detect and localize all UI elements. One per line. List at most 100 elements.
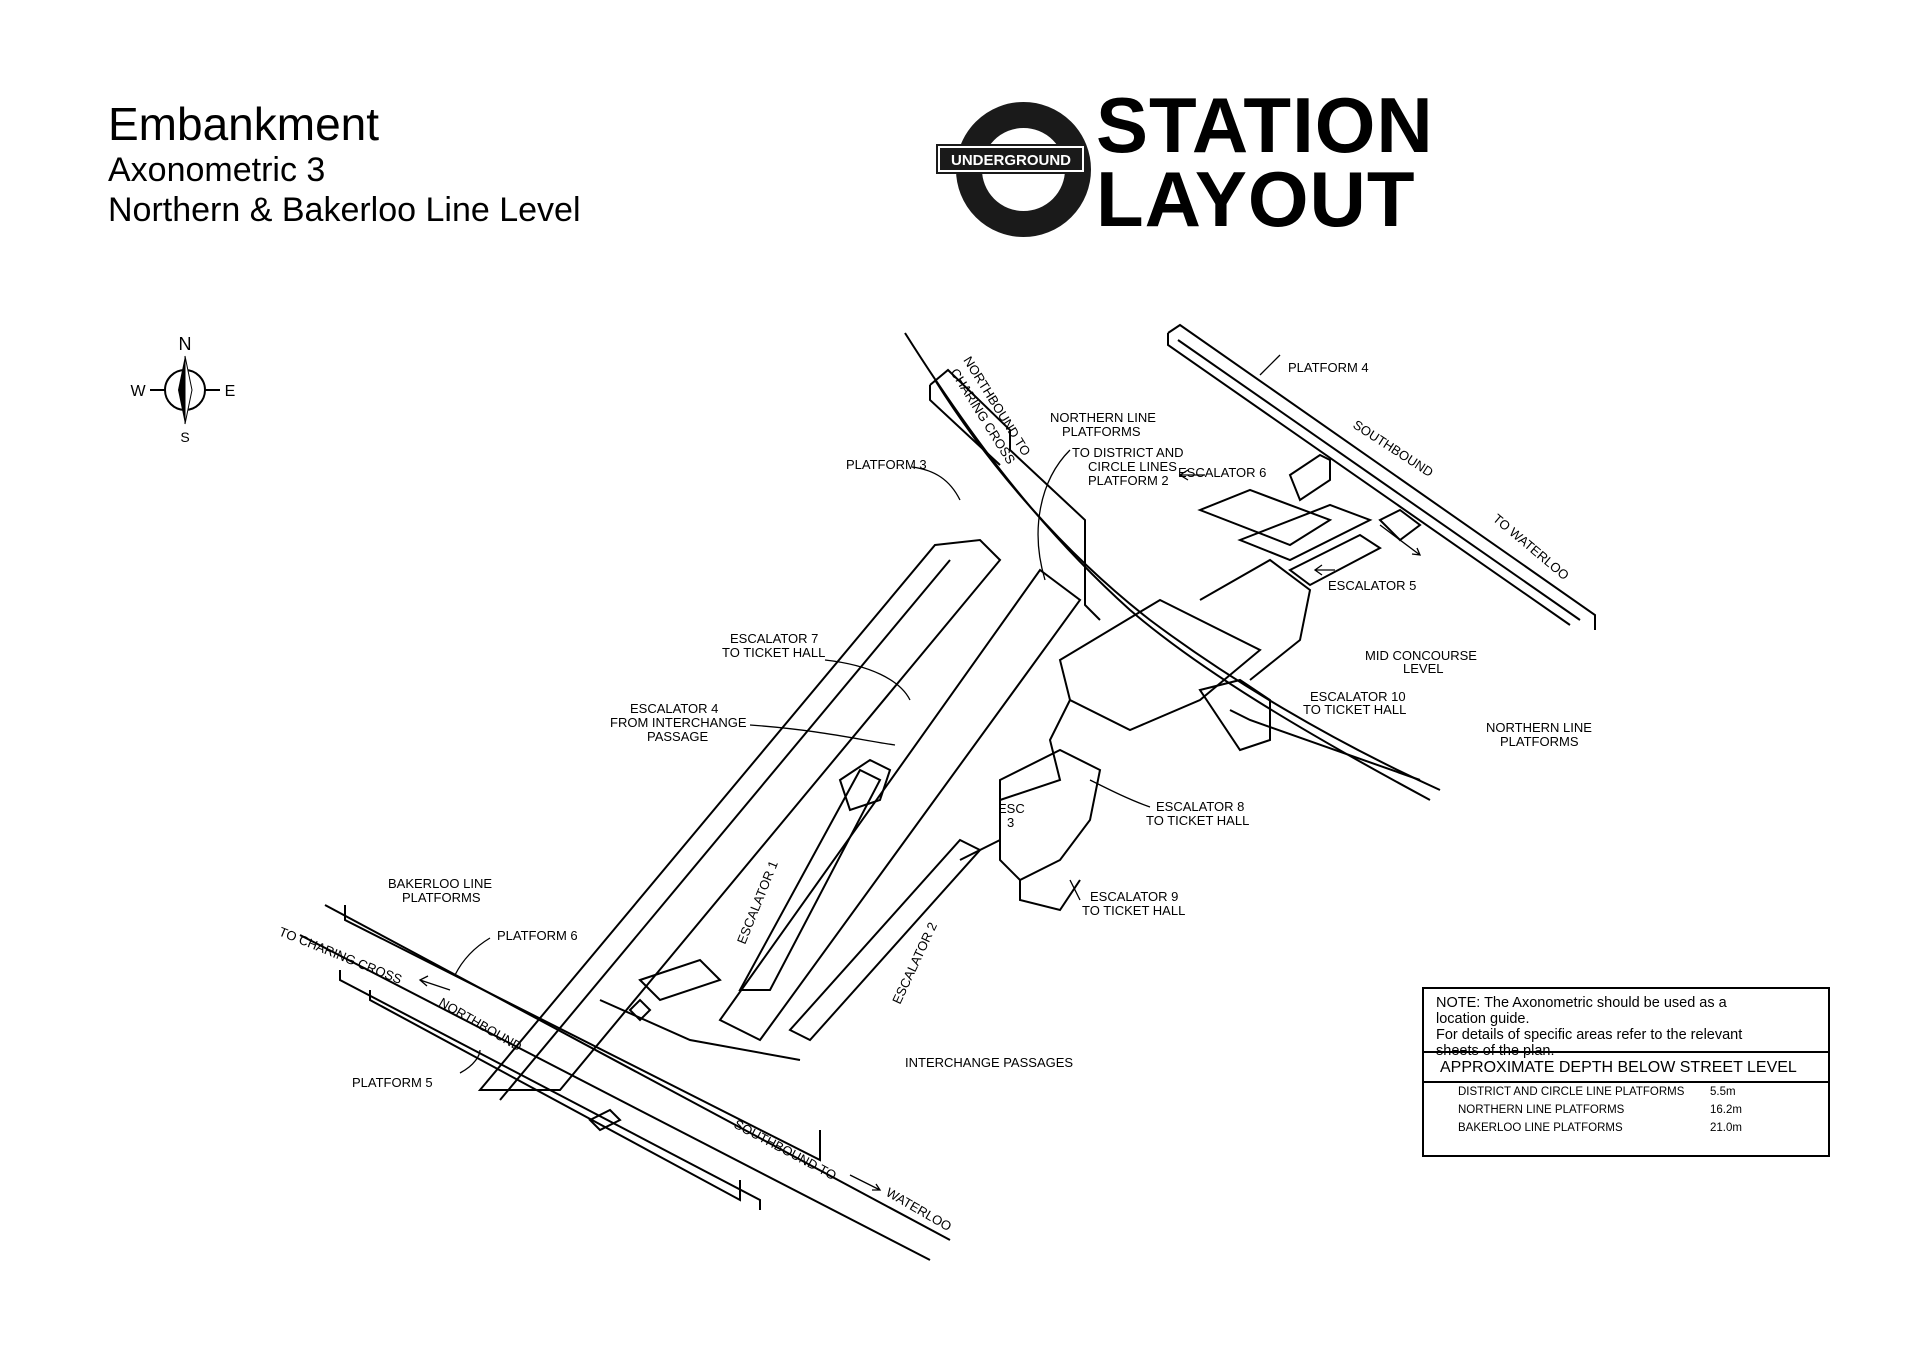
label-platform-5: PLATFORM 5	[352, 1075, 433, 1090]
subtitle-level: Northern & Bakerloo Line Level	[108, 191, 581, 229]
escalator-5-box	[1288, 533, 1382, 587]
tunnel-structures	[299, 323, 1596, 1261]
station-title: Embankment	[108, 98, 380, 150]
platform-5-wall	[369, 990, 741, 1202]
compass-e: E	[225, 383, 236, 400]
station-layout-logo: UNDERGROUND STATION LAYOUT	[936, 86, 1433, 238]
escalator-10-box	[1198, 678, 1271, 752]
diagram-labels: NORTHBOUND TO CHARING CROSS NORTHERN LIN…	[277, 354, 1592, 1234]
label-escalator-2: ESCALATOR 2	[889, 920, 940, 1006]
label-bakerloo-platforms-1: BAKERLOO LINE	[388, 876, 492, 891]
escalator-1	[738, 768, 882, 991]
roundel-bar-text: UNDERGROUND	[936, 144, 1086, 174]
note-text: NOTE: The Axonometric should be used as …	[1424, 989, 1828, 1059]
escalator-2	[788, 838, 982, 1042]
label-to-district-3: PLATFORM 2	[1088, 473, 1169, 488]
note-box: NOTE: The Axonometric should be used as …	[1422, 987, 1830, 1157]
concourse-step	[959, 699, 1071, 861]
label-escalator-7-2: TO TICKET HALL	[722, 645, 825, 660]
label-escalator-6: ESCALATOR 6	[1178, 465, 1266, 480]
escalator-6-box-a	[1288, 453, 1331, 502]
escalator-7-inner	[499, 559, 951, 1101]
label-to-district-2: CIRCLE LINES	[1088, 459, 1177, 474]
interchange-box-d	[588, 1108, 622, 1132]
label-platform-6: PLATFORM 6	[497, 928, 578, 943]
bakerloo-track-3	[299, 934, 931, 1261]
escalator-5-arrow-icon	[1313, 564, 1335, 576]
escalator-7-passage	[477, 538, 1002, 1091]
depth-row: BAKERLOO LINE PLATFORMS 21.0m	[1424, 1119, 1828, 1137]
bakerloo-track-2	[339, 970, 761, 1210]
depth-row-name: BAKERLOO LINE PLATFORMS	[1458, 1122, 1623, 1134]
label-platform-3: PLATFORM 3	[846, 457, 927, 472]
passage-b	[718, 568, 1082, 1042]
label-escalator-10-1: ESCALATOR 10	[1310, 689, 1406, 704]
subtitle-axonometric: Axonometric 3	[108, 151, 326, 189]
note-line-3: For details of specific areas refer to t…	[1436, 1027, 1743, 1043]
label-southbound: SOUTHBOUND	[1350, 417, 1436, 480]
depth-row-name: DISTRICT AND CIRCLE LINE PLATFORMS	[1458, 1086, 1685, 1098]
compass-s: S	[180, 429, 189, 445]
escalator-6-arrow-icon	[1178, 469, 1205, 481]
platform-4-wall	[1167, 323, 1596, 630]
label-southbound-to: SOUTHBOUND TO	[732, 1116, 839, 1183]
label-mid-concourse-2: LEVEL	[1403, 661, 1443, 676]
label-esc-3-2: 3	[1007, 815, 1014, 830]
northern-track-outer	[904, 332, 1431, 801]
platform-3-lower	[929, 385, 1001, 466]
northern-track-inner	[934, 379, 1441, 791]
label-escalator-10-2: TO TICKET HALL	[1303, 702, 1406, 717]
label-interchange-passages: INTERCHANGE PASSAGES	[905, 1055, 1073, 1070]
platform-6-wall	[344, 905, 821, 1162]
interchange-box-b	[638, 958, 722, 1002]
southbound-arrow-icon	[1379, 524, 1422, 556]
label-escalator-8-1: ESCALATOR 8	[1156, 799, 1244, 814]
label-escalator-5: ESCALATOR 5	[1328, 578, 1416, 593]
label-northern-platforms-1: NORTHERN LINE	[1050, 410, 1156, 425]
compass-w: W	[130, 383, 146, 400]
page-header: Embankment Axonometric 3 Northern & Bake…	[108, 98, 581, 230]
depth-row-value: 16.2m	[1710, 1104, 1742, 1116]
label-platform-4: PLATFORM 4	[1288, 360, 1369, 375]
logo-line-layout: LAYOUT	[1096, 155, 1416, 243]
label-northern-platforms-b-2: PLATFORMS	[1500, 734, 1579, 749]
direction-arrows	[418, 469, 1422, 1191]
compass-icon: N S E W	[130, 334, 236, 445]
label-escalator-7-1: ESCALATOR 7	[730, 631, 818, 646]
label-mid-concourse-1: MID CONCOURSE	[1365, 648, 1477, 663]
interchange-box-a	[838, 758, 892, 812]
note-line-1: NOTE: The Axonometric should be used as …	[1436, 995, 1727, 1011]
label-northern-platforms-b-1: NORTHERN LINE	[1486, 720, 1592, 735]
depth-row-value: 5.5m	[1710, 1086, 1736, 1098]
label-escalator-9-1: ESCALATOR 9	[1090, 889, 1178, 904]
note-line-2: location guide.	[1436, 1011, 1530, 1027]
mid-concourse	[1199, 558, 1312, 681]
platform-4-edge	[1177, 339, 1581, 621]
interchange-passage-main	[599, 999, 801, 1061]
note-line-4: sheets of the plan.	[1436, 1043, 1555, 1059]
label-escalator-8-2: TO TICKET HALL	[1146, 813, 1249, 828]
label-bakerloo-platforms-2: PLATFORMS	[402, 890, 481, 905]
escalator-8-cluster	[999, 748, 1102, 882]
escalator-6-box-b	[1197, 488, 1333, 547]
depth-table-title: APPROXIMATE DEPTH BELOW STREET LEVEL	[1424, 1053, 1828, 1083]
label-esc-3-1: ESC	[998, 801, 1025, 816]
northbound-arrow-icon	[418, 975, 451, 991]
label-escalator-4-1: ESCALATOR 4	[630, 701, 718, 716]
platform-4-lower	[1167, 333, 1571, 626]
logo-heading: STATION LAYOUT	[1096, 81, 1434, 243]
label-to-waterloo: TO WATERLOO	[1490, 511, 1572, 583]
platform-3-wall	[929, 368, 1101, 621]
escalator-9-base	[1019, 879, 1081, 912]
label-escalator-4-2: FROM INTERCHANGE	[610, 715, 747, 730]
escalator-10-run	[1229, 709, 1421, 781]
southbound-bakerloo-arrow-icon	[849, 1174, 882, 1191]
depth-row-value: 21.0m	[1710, 1122, 1742, 1134]
depth-row: NORTHERN LINE PLATFORMS 16.2m	[1424, 1101, 1828, 1119]
label-escalator-4-3: PASSAGE	[647, 729, 709, 744]
escalator-6-box-c	[1237, 503, 1373, 562]
compass-n: N	[179, 334, 192, 354]
logo-line-station: STATION	[1096, 81, 1434, 169]
escalator-6-box-d	[1378, 508, 1422, 542]
